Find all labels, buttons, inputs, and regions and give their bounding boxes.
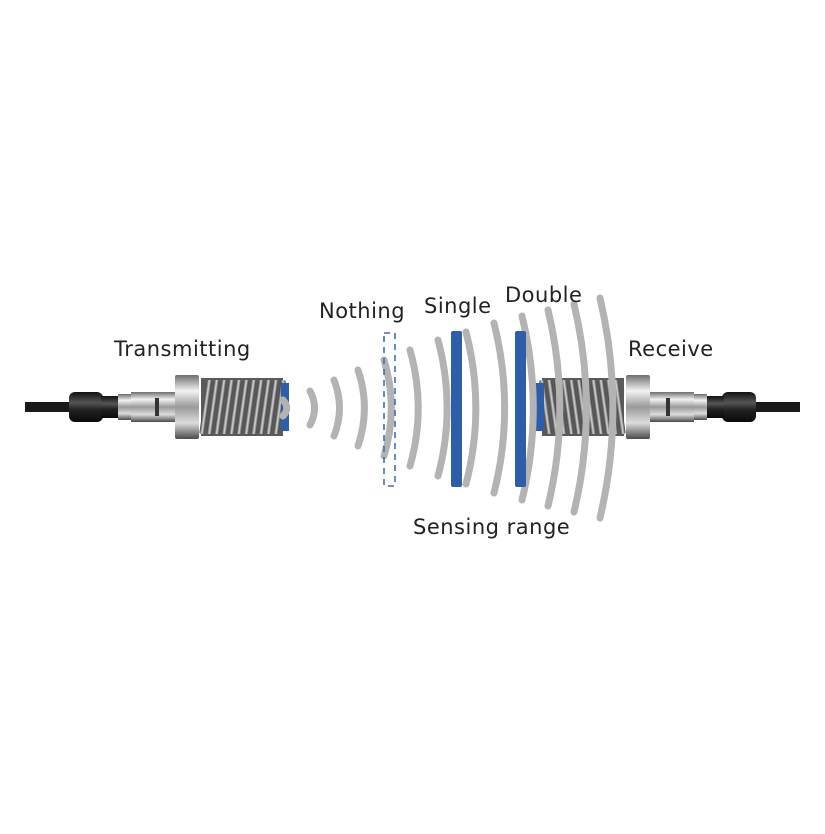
double-label: Double <box>505 283 583 307</box>
wave-arc <box>462 328 480 488</box>
wave-arc <box>406 346 422 470</box>
wave-arc <box>596 294 617 522</box>
receiver-sensor-icon <box>536 375 800 439</box>
nothing-position-outline <box>383 332 396 487</box>
wave-arc <box>570 300 590 516</box>
single-sheet-marker <box>451 331 462 487</box>
nothing-label: Nothing <box>319 299 406 323</box>
double-sheet-marker <box>515 331 526 487</box>
sensor-housing <box>536 375 800 439</box>
wave-arc <box>434 336 451 480</box>
wave-arcs <box>279 294 617 522</box>
single-label: Single <box>424 294 492 318</box>
sensing-range-label: Sensing range <box>413 515 571 539</box>
wave-arc <box>354 366 368 450</box>
receive-label: Receive <box>628 337 714 361</box>
transmitting-label: Transmitting <box>114 337 251 361</box>
wave-arc <box>306 387 319 429</box>
wave-arc <box>279 396 291 420</box>
transmitter-sensor-icon <box>25 375 289 439</box>
wave-arc <box>380 356 395 460</box>
wave-arc <box>330 376 344 440</box>
wave-arc <box>544 306 564 510</box>
wave-arc <box>490 319 509 497</box>
wave-arc <box>518 312 537 504</box>
sensor-housing <box>25 375 289 439</box>
